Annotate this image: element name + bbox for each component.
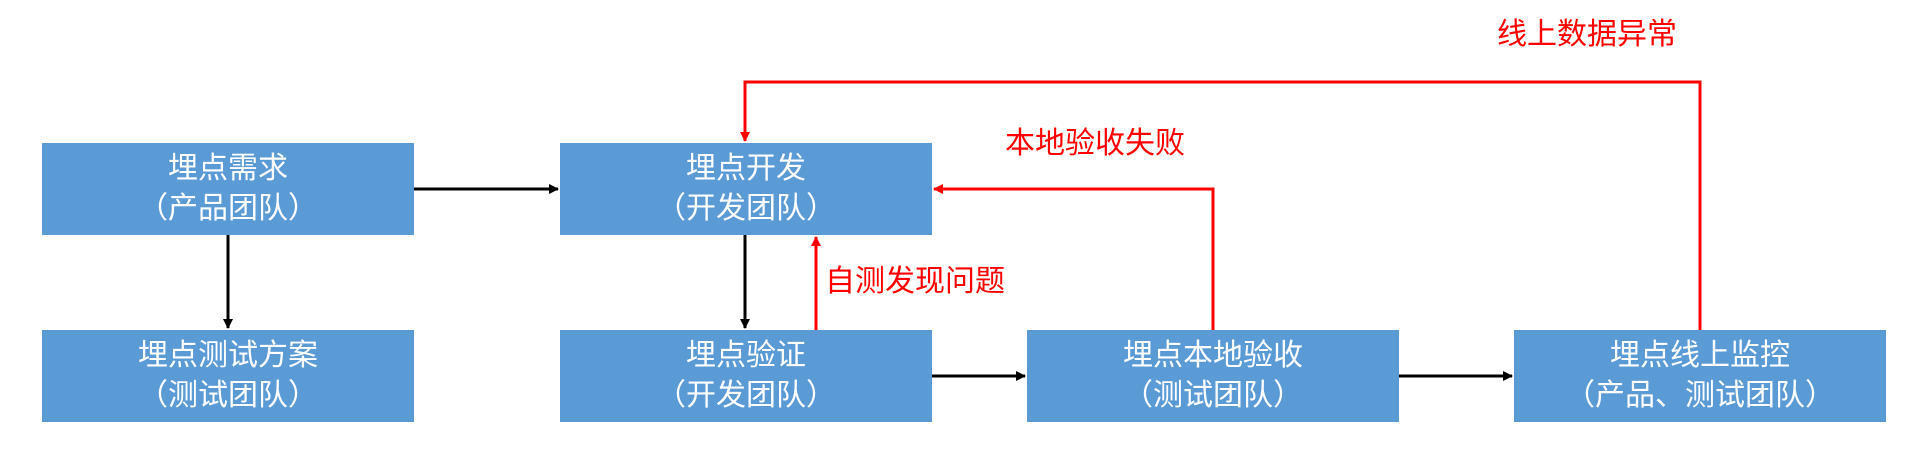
node-team: （测试团队）	[138, 378, 318, 413]
edge-label-online-data-abnormal: 线上数据异常	[1497, 17, 1677, 52]
node-tracking-local-acceptance: 埋点本地验收 （测试团队）	[1027, 330, 1399, 422]
node-title: 埋点开发	[686, 151, 806, 186]
node-tracking-development: 埋点开发 （开发团队）	[560, 143, 932, 235]
arrow-local-acceptance-back-to-development	[933, 184, 1215, 330]
node-title: 埋点验证	[686, 338, 806, 373]
edge-label-self-test-issue: 自测发现问题	[825, 264, 1005, 299]
node-title: 埋点测试方案	[138, 338, 318, 373]
node-team: （产品、测试团队）	[1565, 378, 1835, 413]
node-tracking-online-monitoring: 埋点线上监控 （产品、测试团队）	[1514, 330, 1886, 422]
node-team: （开发团队）	[656, 378, 836, 413]
node-title: 埋点本地验收	[1123, 338, 1303, 373]
node-team: （测试团队）	[1123, 378, 1303, 413]
node-title: 埋点需求	[168, 151, 288, 186]
node-team: （产品团队）	[138, 191, 318, 226]
node-team: （开发团队）	[656, 191, 836, 226]
node-tracking-verification: 埋点验证 （开发团队）	[560, 330, 932, 422]
edge-label-local-acceptance-failed: 本地验收失败	[1005, 126, 1185, 161]
arrow-online-monitoring-back-to-development	[740, 80, 1702, 330]
node-title: 埋点线上监控	[1610, 338, 1790, 373]
node-tracking-requirement: 埋点需求 （产品团队）	[42, 143, 414, 235]
node-tracking-test-plan: 埋点测试方案 （测试团队）	[42, 330, 414, 422]
